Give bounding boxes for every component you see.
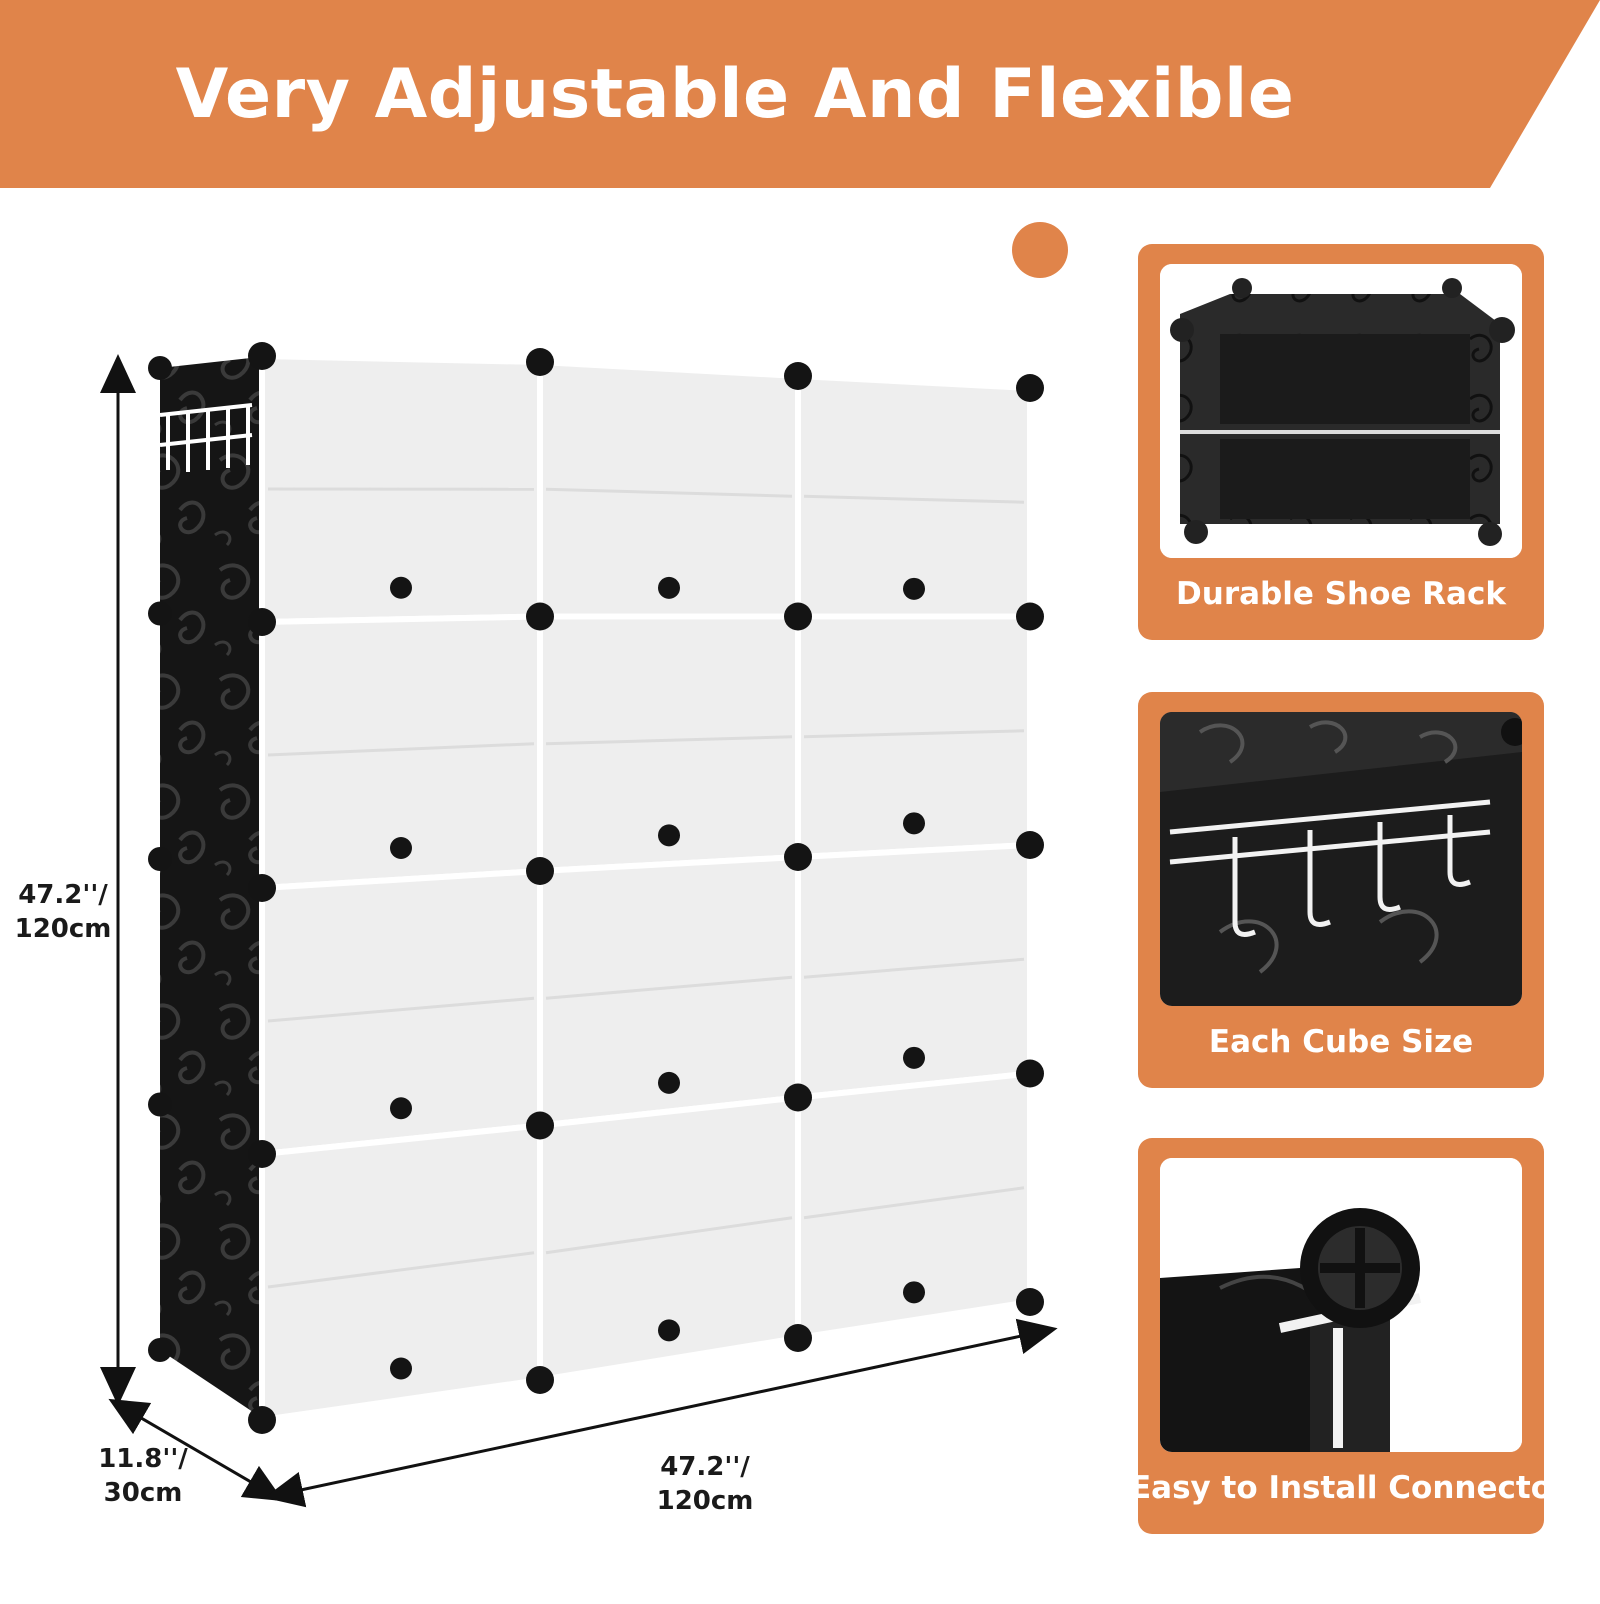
width-dimension-label: 47.2''/ 120cm	[640, 1450, 770, 1518]
connector-icon	[148, 356, 172, 380]
feature-card-shoe-rack: Durable Shoe Rack	[1138, 244, 1544, 640]
connector-icon	[784, 1324, 812, 1352]
connector-icon	[248, 608, 276, 636]
connector-icon	[1016, 374, 1044, 402]
door-knob-icon	[658, 1072, 680, 1094]
door-knob-icon	[658, 577, 680, 599]
feature-label-connector: Easy to Install Connecto	[1138, 1460, 1544, 1516]
product-illustration	[0, 188, 1110, 1600]
connector-icon	[148, 1338, 172, 1362]
connector-photo	[1160, 1158, 1522, 1452]
depth-cm: 30cm	[88, 1476, 198, 1510]
connector-icon	[1016, 831, 1044, 859]
connector-icon	[248, 874, 276, 902]
connector-icon	[1016, 603, 1044, 631]
connector-icon	[148, 1093, 172, 1117]
door-knob-icon	[390, 1358, 412, 1380]
connector-icon	[784, 1084, 812, 1112]
connector-icon	[248, 342, 276, 370]
connector-closeup-image	[1160, 1158, 1522, 1452]
connector-icon	[526, 857, 554, 885]
connector-icon	[784, 362, 812, 390]
connector-icon	[526, 348, 554, 376]
connector-icon	[526, 1112, 554, 1140]
door-knob-icon	[903, 1281, 925, 1303]
width-cm: 120cm	[640, 1484, 770, 1518]
connector-icon	[148, 847, 172, 871]
door-knob-icon	[903, 578, 925, 600]
connector-icon	[1016, 1288, 1044, 1316]
door-knob-icon	[658, 824, 680, 846]
height-cm: 120cm	[8, 912, 118, 946]
door-knob-icon	[658, 1319, 680, 1341]
feature-card-cube-size: Each Cube Size	[1138, 692, 1544, 1088]
depth-inches: 11.8''/	[88, 1442, 198, 1476]
cube-size-photo	[1160, 712, 1522, 1006]
banner-title: Very Adjustable And Flexible	[0, 0, 1470, 188]
door-knob-icon	[903, 812, 925, 834]
door-knob-icon	[390, 577, 412, 599]
door-knob-icon	[390, 837, 412, 859]
door-knob-icon	[390, 1097, 412, 1119]
connector-icon	[1016, 1060, 1044, 1088]
feature-label-cube-size: Each Cube Size	[1138, 1014, 1544, 1070]
connector-icon	[526, 603, 554, 631]
connector-icon	[248, 1140, 276, 1168]
shoe-rack-photo	[1160, 264, 1522, 558]
connector-icon	[526, 1366, 554, 1394]
height-inches: 47.2''/	[8, 878, 118, 912]
open-cube-image	[1160, 264, 1522, 558]
connector-icon	[784, 843, 812, 871]
feature-card-connector: Easy to Install Connecto	[1138, 1138, 1544, 1534]
feature-label-shoe-rack: Durable Shoe Rack	[1138, 566, 1544, 622]
door-knob-icon	[903, 1047, 925, 1069]
connector-icon	[248, 1406, 276, 1434]
connector-icon	[148, 602, 172, 626]
hook-closeup-image	[1160, 712, 1522, 1006]
title-banner: Very Adjustable And Flexible	[0, 0, 1600, 188]
connector-icon	[784, 603, 812, 631]
depth-dimension-label: 11.8''/ 30cm	[88, 1442, 198, 1510]
cube-shoe-rack-image	[0, 188, 1110, 1600]
height-dimension-label: 47.2''/ 120cm	[8, 878, 118, 946]
width-inches: 47.2''/	[640, 1450, 770, 1484]
